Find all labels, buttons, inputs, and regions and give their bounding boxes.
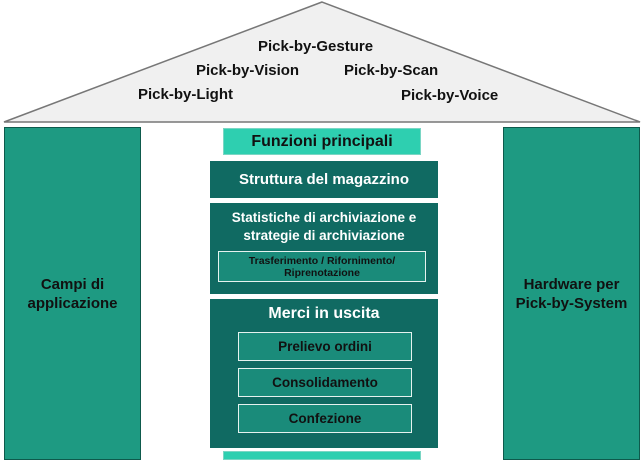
right-pillar-line1: Hardware per bbox=[523, 275, 620, 293]
roof-label-light: Pick-by-Light bbox=[138, 86, 234, 103]
confezione-box: Confezione bbox=[238, 404, 412, 433]
roof-label-vision: Pick-by-Vision bbox=[196, 62, 300, 79]
confezione-label: Confezione bbox=[288, 411, 362, 426]
left-pillar: Campi di applicazione bbox=[4, 127, 141, 460]
struttura-label: Struttura del magazzino bbox=[238, 171, 410, 188]
merci-title: Merci in uscita bbox=[268, 305, 380, 322]
trasferimento-box: Trasferimento / Rifornimento/ Riprenotaz… bbox=[218, 251, 426, 282]
trasferimento-line1: Trasferimento / Rifornimento/ bbox=[248, 254, 396, 267]
center-header: Funzioni principali bbox=[223, 128, 421, 155]
left-pillar-line1: Campi di bbox=[40, 275, 105, 293]
center-header-label: Funzioni principali bbox=[251, 132, 393, 150]
roof-label-scan: Pick-by-Scan bbox=[344, 62, 439, 79]
right-pillar-line2: Pick-by-System bbox=[515, 294, 628, 312]
prelievo-box: Prelievo ordini bbox=[238, 332, 412, 361]
trasferimento-line2: Riprenotazione bbox=[284, 266, 360, 279]
roof-shape bbox=[3, 1, 641, 123]
roof-label-voice: Pick-by-Voice bbox=[401, 87, 499, 104]
consolidamento-box: Consolidamento bbox=[238, 368, 412, 397]
statistiche-line1: Statistiche di archiviazione e bbox=[231, 210, 417, 225]
left-pillar-line2: applicazione bbox=[27, 294, 118, 312]
struttura-box: Struttura del magazzino bbox=[210, 161, 438, 198]
statistiche-line2: strategie di archiviazione bbox=[243, 228, 405, 243]
right-pillar: Hardware per Pick-by-System bbox=[503, 127, 640, 460]
base-strip bbox=[223, 451, 421, 460]
prelievo-label: Prelievo ordini bbox=[278, 339, 372, 354]
roof-label-gesture: Pick-by-Gesture bbox=[258, 38, 374, 55]
consolidamento-label: Consolidamento bbox=[272, 375, 378, 390]
